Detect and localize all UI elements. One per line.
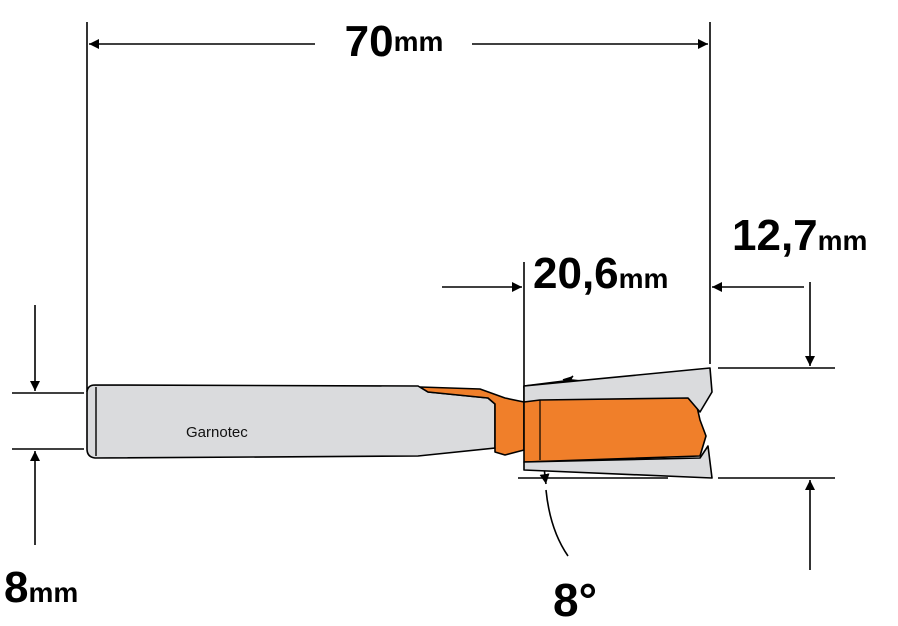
angle-leader [545,489,569,557]
label-cutting-diameter: 20,6mm [533,249,668,298]
shank: Garnotec [86,384,496,459]
label-shank-diameter: 8mm [4,563,78,612]
label-cutting-length: 12,7mm [732,211,867,260]
cutter-neck [419,386,525,456]
dimension-lines [30,39,815,570]
extension-lines [12,22,835,479]
cutter [419,367,713,479]
brand-label: Garnotec [186,424,248,441]
dimension-labels: 70mm 12,7mm 20,6mm 8mm 8° [4,17,867,626]
shank-body [86,384,496,459]
label-total-length: 70mm [345,17,444,66]
cutting-edge-bottom [523,445,713,479]
cutting-edge-top [523,367,713,413]
label-angle: 8° [553,574,597,626]
